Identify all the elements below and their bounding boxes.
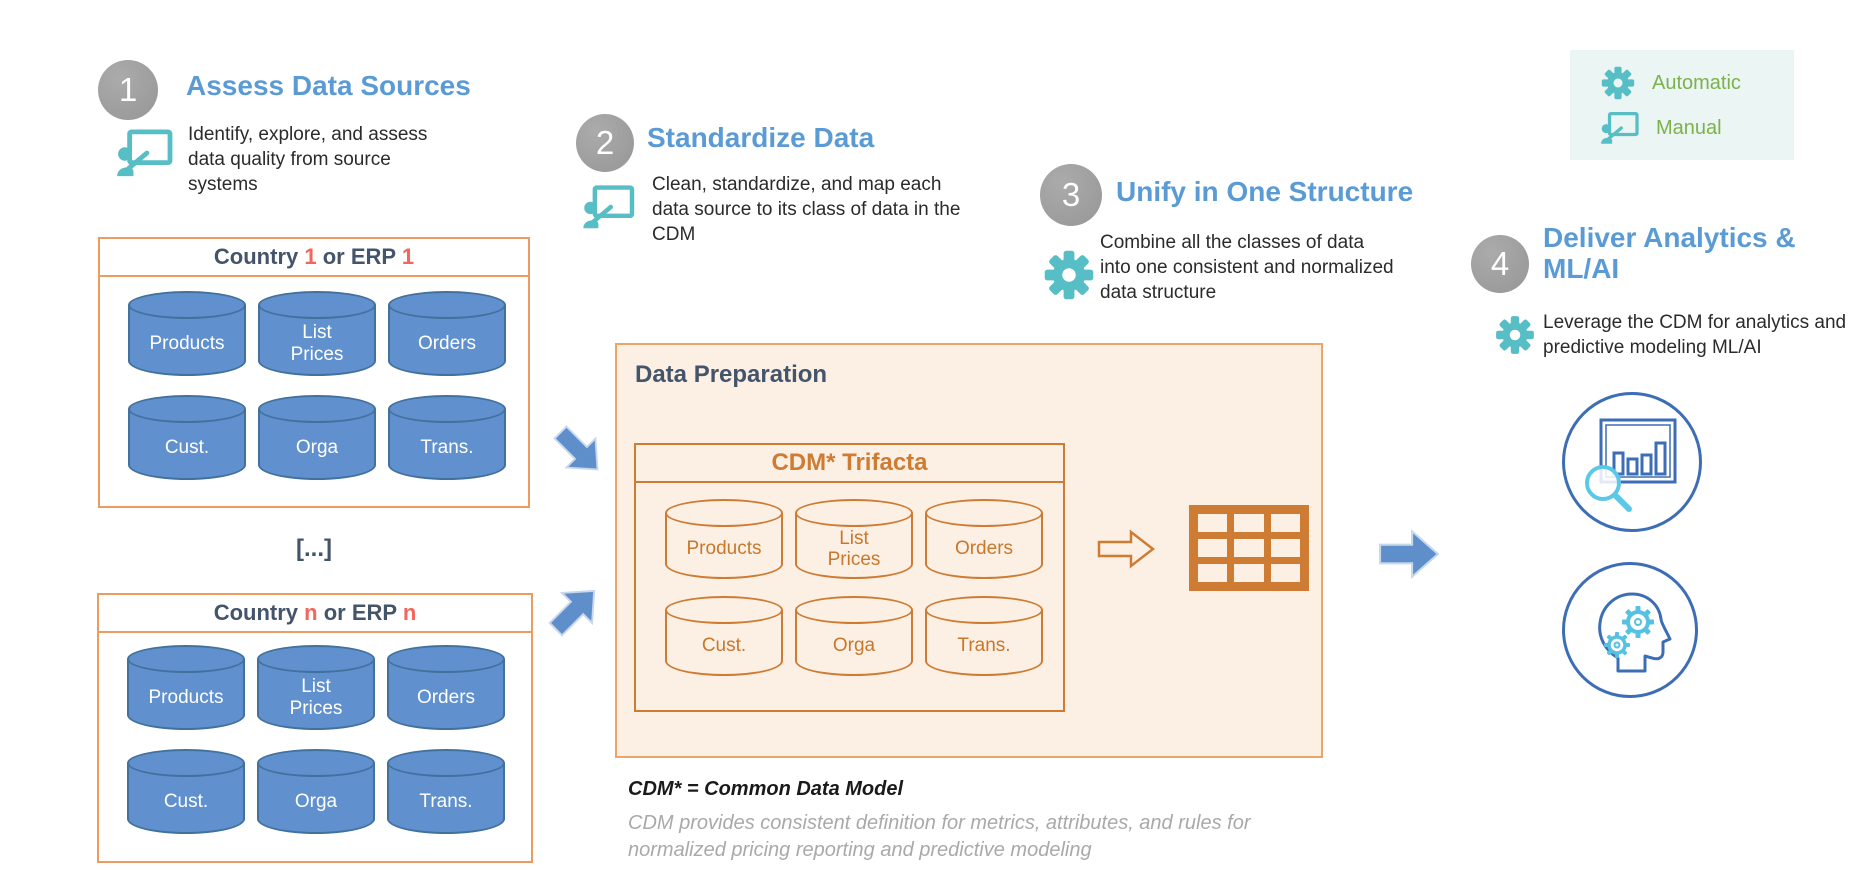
db-cylinder-list-prices: List Prices bbox=[795, 499, 913, 579]
flow-arrow-prep-to-analytics bbox=[1379, 528, 1440, 580]
db-cylinder-list-prices: List Prices bbox=[257, 645, 375, 730]
step-1-title: Assess Data Sources bbox=[186, 70, 471, 101]
source-box-country-1: Country 1 or ERP 1 Products List Prices … bbox=[98, 237, 530, 508]
manual-icon bbox=[117, 129, 173, 177]
db-cylinder-trans: Trans. bbox=[925, 596, 1043, 676]
flow-arrow-countryn-to-prep bbox=[548, 589, 596, 637]
title-variable: n bbox=[304, 600, 318, 625]
db-cylinder-trans: Trans. bbox=[387, 749, 505, 834]
db-cylinder-orders: Orders bbox=[387, 645, 505, 730]
db-cylinder-orga: Orga bbox=[257, 749, 375, 834]
cdm-trifacta-box: CDM* Trifacta Products List Prices Order… bbox=[634, 443, 1065, 712]
title-text: or ERP bbox=[317, 600, 403, 625]
legend-row-automatic: Automatic bbox=[1600, 65, 1794, 101]
title-variable: 1 bbox=[304, 244, 317, 269]
cdm-cylinder-grid: Products List Prices Orders Cust. Orga T… bbox=[665, 499, 1043, 676]
step-2-number-badge: 2 bbox=[576, 114, 634, 172]
title-variable: 1 bbox=[401, 244, 415, 269]
step-3-title: Unify in One Structure bbox=[1116, 176, 1414, 207]
legend-manual-label: Manual bbox=[1656, 116, 1722, 139]
step-1-number-badge: 1 bbox=[98, 60, 158, 120]
automatic-gear-icon bbox=[1496, 316, 1534, 354]
head-gears-icon bbox=[1598, 592, 1672, 673]
title-text: Country bbox=[213, 244, 305, 269]
manual-icon bbox=[1601, 111, 1639, 144]
cdm-footnote-title: CDM* = Common Data Model bbox=[628, 778, 904, 800]
step-4-number-badge: 4 bbox=[1471, 235, 1529, 293]
analytics-circle bbox=[1562, 392, 1702, 532]
db-cylinder-orders: Orders bbox=[388, 291, 506, 376]
analytics-chart-magnifier-icon bbox=[1585, 418, 1677, 512]
ml-ai-circle bbox=[1562, 562, 1698, 698]
unified-table-icon bbox=[1189, 505, 1309, 591]
title-text: Country bbox=[213, 600, 305, 625]
manual-icon bbox=[583, 185, 635, 229]
legend: Automatic Manual bbox=[1570, 50, 1794, 160]
db-cylinder-cust: Cust. bbox=[128, 395, 246, 480]
source-box-country-n: Country n or ERP n Products List Prices … bbox=[97, 593, 533, 863]
db-cylinder-orga: Orga bbox=[258, 395, 376, 480]
step-3-number: 3 bbox=[1061, 176, 1081, 213]
legend-row-manual: Manual bbox=[1600, 111, 1794, 145]
db-cylinder-products: Products bbox=[127, 645, 245, 730]
data-preparation-title: Data Preparation bbox=[635, 361, 828, 388]
footnote-line-1: CDM provides consistent definition for m… bbox=[628, 812, 1251, 834]
cdm-footnote-text: CDM provides consistent definition for m… bbox=[628, 810, 1288, 864]
flow-arrow-country1-to-prep bbox=[553, 425, 599, 471]
db-cylinder-cust: Cust. bbox=[127, 749, 245, 834]
db-cylinder-trans: Trans. bbox=[388, 395, 506, 480]
more-sources-ellipsis: [...] bbox=[296, 535, 332, 562]
db-cylinder-products: Products bbox=[665, 499, 783, 579]
step-3-number-badge: 3 bbox=[1040, 164, 1102, 226]
cdm-trifacta-title: CDM* Trifacta bbox=[636, 445, 1063, 483]
step-4-description: Leverage the CDM for analytics and predi… bbox=[1543, 312, 1847, 359]
data-preparation-box: Data Preparation CDM* Trifacta Products … bbox=[615, 343, 1323, 758]
step-1-number: 1 bbox=[118, 71, 138, 108]
step-2-description: Clean, standardize, and map each data so… bbox=[652, 174, 961, 246]
step-2-number: 2 bbox=[595, 124, 615, 161]
db-cylinder-orga: Orga bbox=[795, 596, 913, 676]
step-4-number: 4 bbox=[1490, 245, 1510, 282]
db-cylinder-list-prices: List Prices bbox=[258, 291, 376, 376]
title-variable: n bbox=[402, 600, 417, 625]
step-4-title: Deliver Analytics & ML/AI bbox=[1543, 222, 1796, 285]
legend-automatic-label: Automatic bbox=[1652, 71, 1741, 94]
step-2-title: Standardize Data bbox=[647, 122, 875, 153]
db-cylinder-products: Products bbox=[128, 291, 246, 376]
step-3-description: Combine all the classes of data into one… bbox=[1100, 232, 1394, 304]
title-text: or ERP bbox=[316, 244, 402, 269]
automatic-gear-icon bbox=[1044, 250, 1094, 300]
source-box-country-n-title: Country n or ERP n bbox=[99, 595, 531, 633]
db-cylinder-orders: Orders bbox=[925, 499, 1043, 579]
footnote-line-2: normalized pricing reporting and predict… bbox=[628, 839, 1092, 861]
automatic-gear-icon bbox=[1601, 66, 1635, 100]
db-cylinder-cust: Cust. bbox=[665, 596, 783, 676]
unify-arrow-icon bbox=[1097, 529, 1155, 569]
step-1-description: Identify, explore, and assess data quali… bbox=[188, 124, 428, 196]
source-box-country-1-title: Country 1 or ERP 1 bbox=[100, 239, 528, 277]
